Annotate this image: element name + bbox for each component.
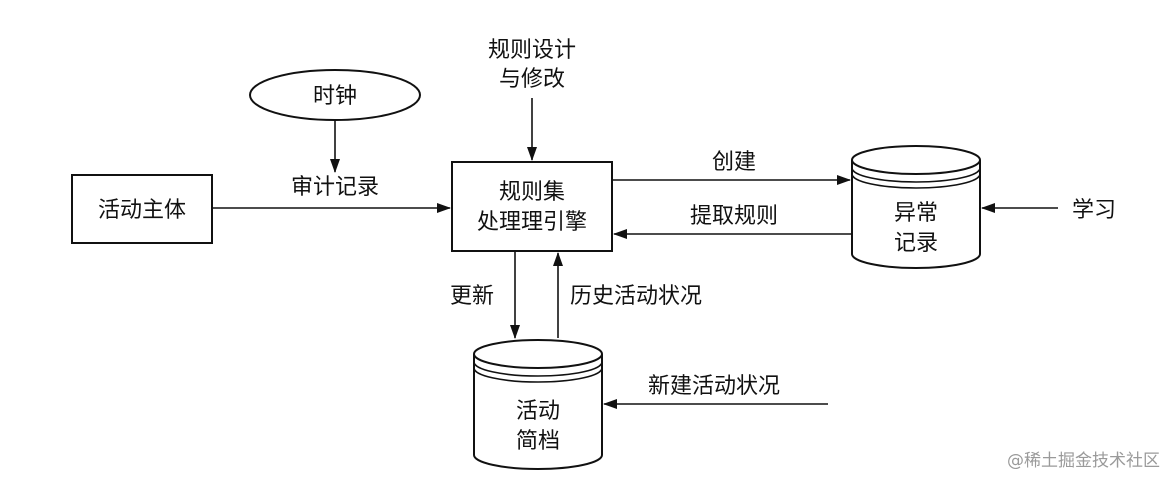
history-status-label: 历史活动状况 [570,284,702,309]
update-label: 更新 [450,284,494,309]
profile-label-line1: 活动 [516,399,560,424]
clock-node: 时钟 [249,69,421,121]
engine-node: 规则集 处理理引擎 [451,161,613,252]
extract-rules-label: 提取规则 [690,204,778,229]
actor-node: 活动主体 [71,174,213,244]
rule-design-label-line2: 与修改 [499,67,565,92]
watermark-text: @稀土掘金技术社区 [1007,451,1160,471]
new-status-label: 新建活动状况 [648,374,780,399]
create-label: 创建 [712,150,756,175]
exception-records-node: 异常 记录 [851,145,981,269]
actor-label: 活动主体 [98,198,186,223]
engine-label-line2: 处理理引擎 [477,210,587,235]
clock-label: 时钟 [313,84,357,109]
exception-label-line2: 记录 [894,231,938,256]
engine-label-line1: 规则集 [499,180,565,205]
rule-design-label-line1: 规则设计 [488,38,576,63]
profile-label-line2: 简档 [516,429,560,454]
audit-record-label: 审计记录 [291,175,379,200]
exception-label-line1: 异常 [894,201,938,226]
learn-label: 学习 [1072,198,1116,223]
activity-profile-node: 活动 简档 [473,339,603,470]
